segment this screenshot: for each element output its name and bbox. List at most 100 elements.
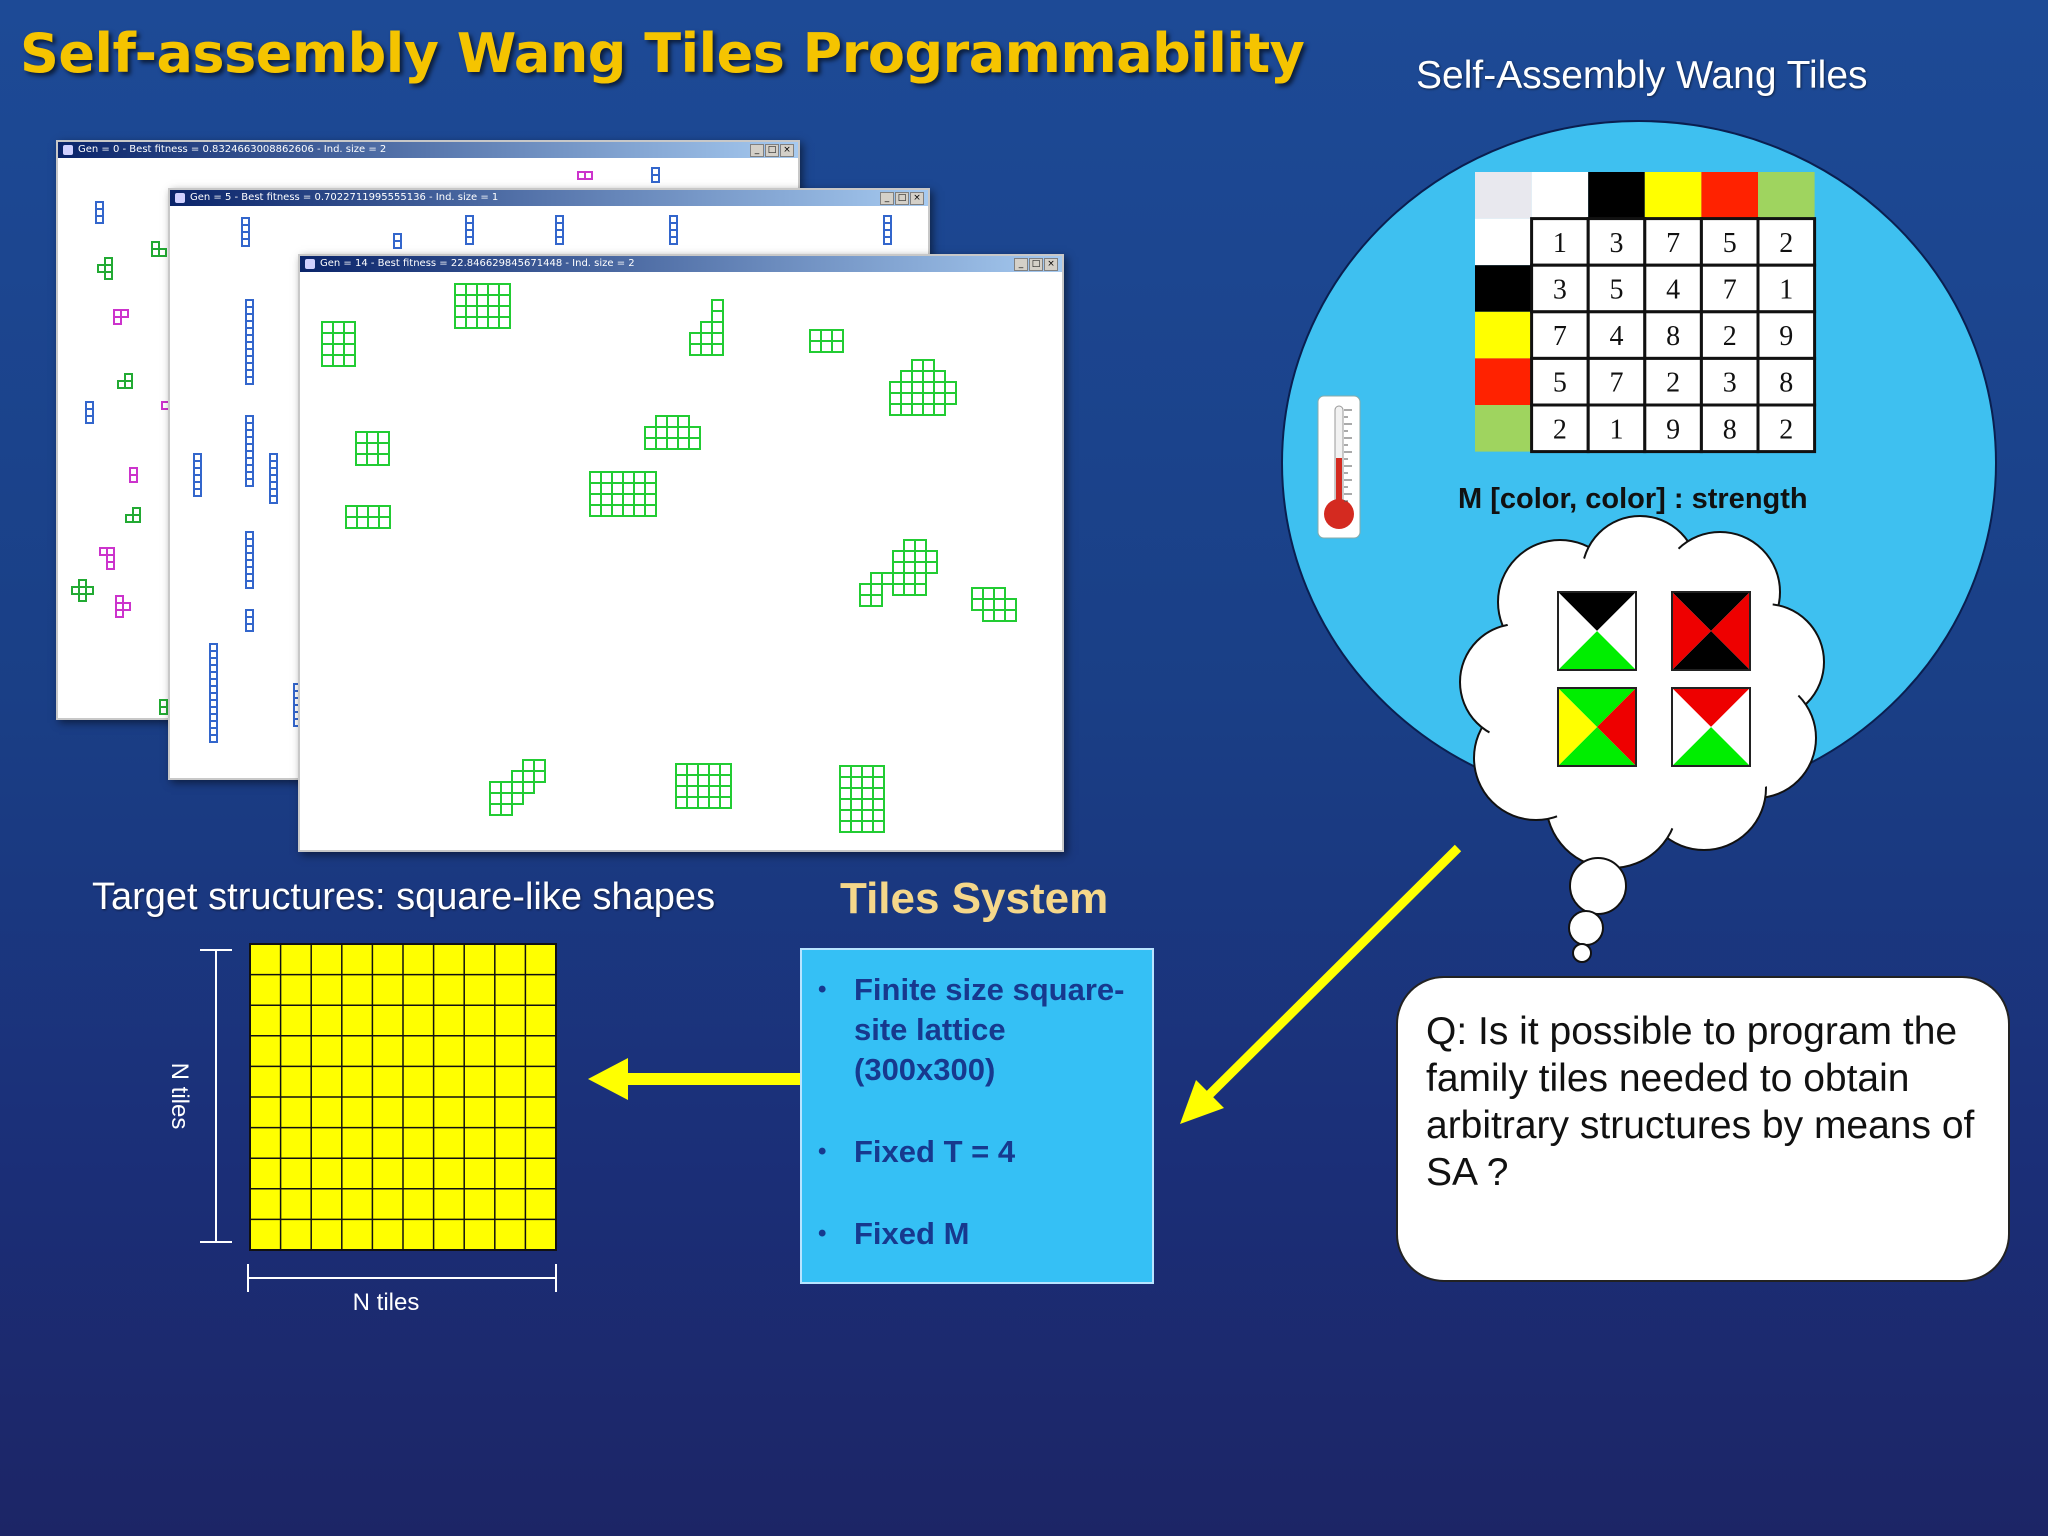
cluster-cell bbox=[151, 241, 160, 250]
cluster-cell bbox=[158, 248, 167, 257]
minimize-button[interactable]: _ bbox=[880, 192, 894, 205]
cluster-cell bbox=[708, 774, 721, 787]
simulation-canvas-gen5 bbox=[193, 215, 892, 743]
tile-cluster bbox=[577, 171, 593, 180]
cluster-cell bbox=[922, 370, 935, 383]
cluster-cell bbox=[245, 429, 254, 438]
cluster-cell bbox=[883, 215, 892, 224]
cluster-cell bbox=[245, 369, 254, 378]
cluster-cell bbox=[686, 785, 699, 798]
cluster-cell bbox=[245, 436, 254, 445]
wang-heading: Self-Assembly Wang Tiles bbox=[1416, 54, 1868, 97]
thought-bubble-small bbox=[1572, 943, 1592, 963]
cluster-cell bbox=[245, 559, 254, 568]
matrix-value: 5 bbox=[1610, 275, 1624, 306]
cluster-cell bbox=[911, 370, 924, 383]
matrix-color-header bbox=[1758, 172, 1815, 219]
minimize-button[interactable]: _ bbox=[1014, 258, 1028, 271]
cluster-cell bbox=[522, 770, 535, 783]
cluster-cell bbox=[355, 431, 368, 444]
matrix-cell bbox=[1586, 403, 1647, 454]
tile-cluster bbox=[859, 539, 938, 607]
cluster-cell bbox=[700, 332, 713, 345]
close-button[interactable]: × bbox=[1044, 258, 1058, 271]
cluster-cell bbox=[269, 488, 278, 497]
wang-tile bbox=[1671, 687, 1751, 767]
cluster-cell bbox=[655, 426, 668, 439]
tile-cluster bbox=[393, 233, 402, 249]
wang-tile-edge bbox=[1558, 688, 1636, 727]
wang-tile-edge bbox=[1558, 688, 1597, 766]
tile-cluster bbox=[651, 167, 660, 183]
cluster-cell bbox=[861, 765, 874, 778]
cluster-cell bbox=[719, 796, 732, 809]
cluster-cell bbox=[600, 482, 613, 495]
minimize-button[interactable]: _ bbox=[750, 144, 764, 157]
cluster-cell bbox=[831, 329, 844, 342]
matrix-value: 2 bbox=[1779, 228, 1793, 259]
simulation-canvas-gen0 bbox=[71, 167, 660, 715]
cluster-cell bbox=[850, 809, 863, 822]
tile-cluster bbox=[644, 415, 701, 450]
cluster-cell bbox=[377, 442, 390, 455]
matrix-corner bbox=[1475, 172, 1532, 219]
cluster-cell bbox=[120, 309, 129, 318]
cluster-cell bbox=[476, 316, 489, 329]
thought-bubble-medium bbox=[1568, 910, 1604, 946]
tile-cluster bbox=[193, 453, 202, 497]
matrix-value: 5 bbox=[1553, 368, 1567, 399]
wang-tile-set bbox=[1557, 591, 1751, 767]
maximize-button[interactable]: □ bbox=[765, 144, 779, 157]
tile-cluster bbox=[95, 201, 104, 224]
app-icon bbox=[305, 259, 315, 269]
cluster-cell bbox=[366, 431, 379, 444]
cluster-cell bbox=[245, 609, 254, 618]
cluster-cell bbox=[378, 505, 391, 518]
cluster-cell bbox=[669, 215, 678, 224]
cluster-cell bbox=[465, 305, 478, 318]
cluster-cell bbox=[870, 583, 883, 596]
matrix-cell bbox=[1586, 263, 1647, 314]
matrix-value: 9 bbox=[1779, 321, 1793, 352]
matrix-cell bbox=[1643, 310, 1703, 360]
matrix-color-header bbox=[1701, 172, 1758, 219]
cluster-cell bbox=[859, 583, 872, 596]
close-button[interactable]: × bbox=[780, 144, 794, 157]
cluster-cell bbox=[321, 354, 334, 367]
cluster-cell bbox=[355, 442, 368, 455]
cluster-cell bbox=[321, 321, 334, 334]
cluster-cell bbox=[700, 343, 713, 356]
tile-cluster bbox=[245, 299, 254, 385]
cluster-cell bbox=[209, 671, 218, 680]
maximize-button[interactable]: □ bbox=[895, 192, 909, 205]
cluster-cell bbox=[982, 598, 995, 611]
cluster-cell bbox=[151, 248, 160, 257]
cluster-cell bbox=[209, 650, 218, 659]
cluster-cell bbox=[708, 763, 721, 776]
cluster-cell bbox=[113, 309, 122, 318]
matrix-value: 2 bbox=[1723, 321, 1737, 352]
sim-window-gen14[interactable]: Gen = 14 - Best fitness = 22.84662984567… bbox=[298, 254, 1064, 852]
cluster-cell bbox=[700, 321, 713, 334]
cluster-cell bbox=[850, 765, 863, 778]
cluster-cell bbox=[209, 727, 218, 736]
wang-tile bbox=[1557, 687, 1637, 767]
cluster-cell bbox=[861, 809, 874, 822]
maximize-button[interactable]: □ bbox=[1029, 258, 1043, 271]
cluster-cell bbox=[633, 471, 646, 484]
cluster-cell bbox=[104, 257, 113, 266]
cluster-cell bbox=[245, 299, 254, 308]
cluster-cell bbox=[911, 403, 924, 416]
cluster-cell bbox=[241, 224, 250, 233]
cluster-cell bbox=[914, 572, 927, 585]
cluster-cell bbox=[465, 222, 474, 231]
cluster-cell bbox=[577, 171, 586, 180]
cluster-cell bbox=[711, 310, 724, 323]
matrix-value: 2 bbox=[1666, 368, 1680, 399]
close-button[interactable]: × bbox=[910, 192, 924, 205]
tile-cluster bbox=[345, 505, 391, 529]
cluster-cell bbox=[892, 561, 905, 574]
wang-tile-edge bbox=[1672, 592, 1750, 631]
cluster-cell bbox=[870, 572, 883, 585]
